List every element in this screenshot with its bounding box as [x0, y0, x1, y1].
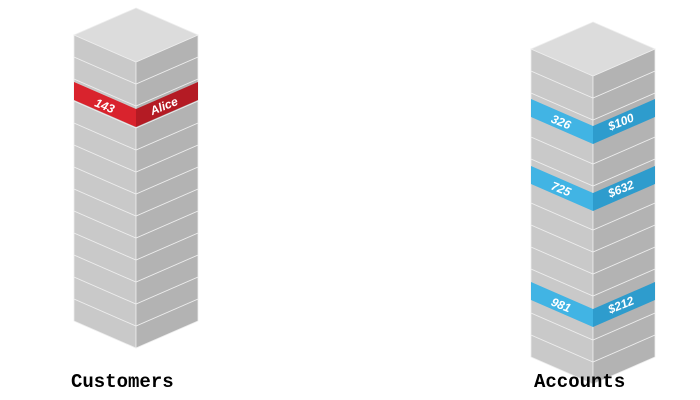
accounts-row-highlight-right — [593, 99, 655, 144]
customers-row-highlight-left — [74, 82, 136, 127]
accounts-row-highlight-left — [531, 99, 593, 144]
accounts-row-highlight-left — [531, 282, 593, 327]
accounts-row-highlight-right — [593, 282, 655, 327]
accounts-row-highlight-left — [531, 166, 593, 211]
customers-row-highlight-right — [136, 82, 198, 127]
accounts-slabs — [529, 21, 657, 385]
accounts-stack: 326 $100 725 $632 981 $212 — [529, 21, 657, 385]
accounts-row-highlight-right — [593, 166, 655, 211]
stack-top-face — [72, 7, 200, 63]
accounts-row-326: 326 $100 — [531, 99, 655, 144]
stack-top-face — [529, 21, 657, 77]
accounts-table-label: Accounts — [534, 371, 626, 393]
customers-slabs — [72, 7, 200, 349]
customers-table-label: Customers — [71, 371, 174, 393]
customers-stack: 143 Alice — [72, 7, 200, 349]
